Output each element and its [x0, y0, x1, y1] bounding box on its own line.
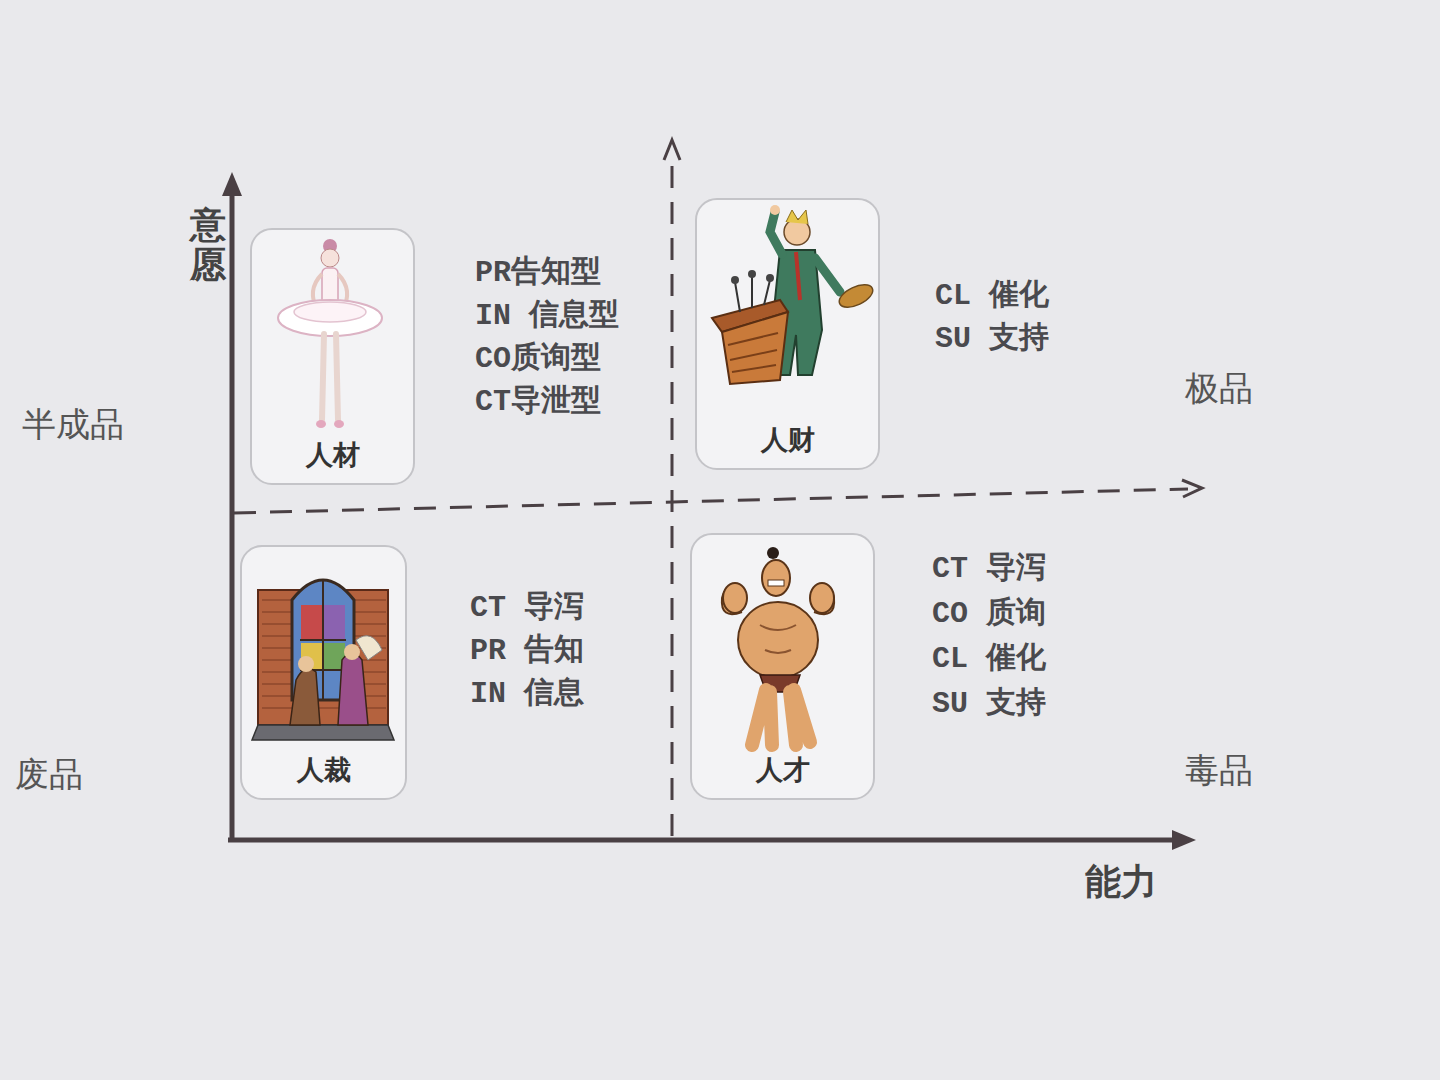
y-axis-arrow: [222, 172, 242, 196]
x-axis-arrow: [1172, 830, 1196, 850]
strategy-item: CO 质询: [932, 596, 1046, 632]
muscleman-illustration: [722, 547, 834, 745]
axis-title: 意愿: [190, 205, 226, 284]
strategy-item: IN 信息: [470, 676, 584, 712]
strategy-item: CT 导泻: [470, 590, 584, 626]
card-caption: 人财: [761, 424, 815, 456]
axis-title: 能力: [1085, 860, 1157, 903]
dashed-arrow: [1182, 480, 1202, 497]
category-label: 废品: [15, 754, 83, 795]
card-caption: 人裁: [297, 754, 351, 786]
category-label: 半成品: [22, 404, 124, 445]
ballerina-illustration: [278, 239, 382, 428]
quadrant-card: 人裁: [240, 545, 407, 800]
category-label: 极品: [1185, 368, 1253, 409]
strategy-item: CT 导泻: [932, 551, 1046, 587]
quadrant-card: 人材: [250, 228, 415, 485]
quadrant-card: 人才: [690, 533, 875, 800]
box-ground: [251, 229, 414, 484]
speaker-illustration: [712, 205, 876, 384]
strategy-item: SU 支持: [935, 321, 1049, 357]
strategy-item: CL 催化: [935, 278, 1049, 314]
box-ground: [691, 534, 874, 799]
x-axis: [228, 838, 1178, 843]
quadrant-card: 人财: [695, 198, 880, 470]
card-caption: 人才: [756, 754, 810, 786]
church-illustration: [252, 580, 394, 740]
dashed-arrow: [664, 140, 680, 160]
box-ground: [241, 546, 406, 799]
strategy-item: PR告知型: [475, 255, 601, 291]
card-caption: 人材: [306, 439, 360, 471]
strategy-item: CO质询型: [475, 341, 601, 377]
dashed-divider: [234, 489, 1188, 513]
strategy-item: CT导泄型: [475, 384, 601, 420]
strategy-item: SU 支持: [932, 686, 1046, 722]
strategy-item: CL 催化: [932, 641, 1046, 677]
category-label: 毒品: [1185, 750, 1253, 791]
box-ground: [696, 199, 879, 469]
strategy-item: PR 告知: [470, 633, 584, 669]
dashed-divider: [671, 158, 674, 836]
strategy-item: IN 信息型: [475, 298, 619, 334]
y-axis: [230, 190, 235, 842]
